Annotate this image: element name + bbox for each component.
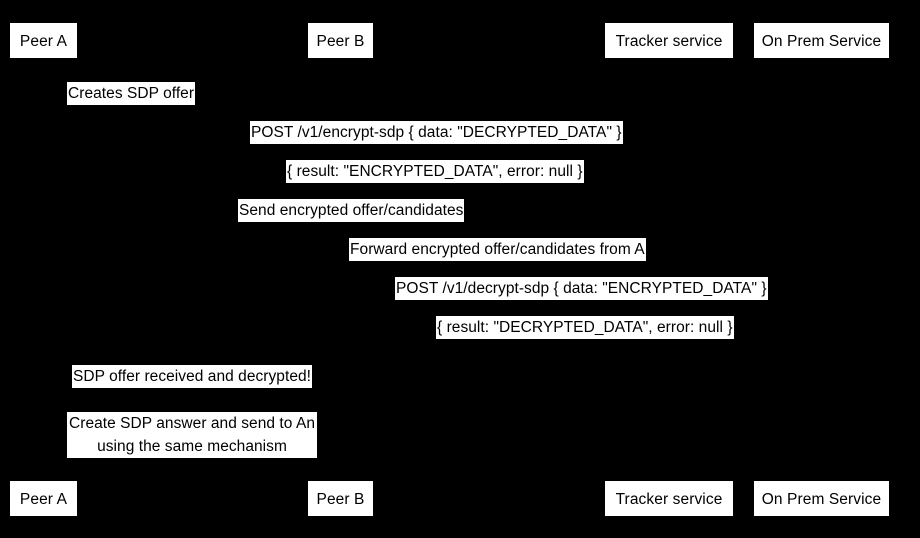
message-post-encrypt-sdp: POST /v1/encrypt-sdp { data: "DECRYPTED_… [250,121,623,144]
participant-label: Peer A [19,491,68,508]
message-post-decrypt-sdp: POST /v1/decrypt-sdp { data: "ENCRYPTED_… [395,277,768,300]
participant-top-tracker-service[interactable]: Tracker service [605,23,733,58]
participant-label: Peer B [316,33,365,50]
participant-bottom-peer-a[interactable]: Peer A [10,481,77,516]
message-forward-encrypted-offer: Forward encrypted offer/candidates from … [349,238,646,261]
participant-bottom-tracker-service[interactable]: Tracker service [605,481,733,516]
message-create-sdp-answer: Create SDP answer and send to An using t… [67,412,317,458]
message-line-2: using the same mechanism [97,438,287,455]
participant-label: Peer A [19,33,68,50]
message-creates-sdp-offer: Creates SDP offer [67,82,196,105]
message-decrypt-sdp-result: { result: "DECRYPTED_DATA", error: null … [436,316,734,339]
message-encrypt-sdp-result: { result: "ENCRYPTED_DATA", error: null … [286,160,584,183]
participant-top-peer-a[interactable]: Peer A [10,23,77,58]
participant-label: Tracker service [615,33,723,50]
participant-label: Peer B [316,491,365,508]
message-send-encrypted-offer: Send encrypted offer/candidates [238,199,465,222]
participant-bottom-peer-b[interactable]: Peer B [308,481,373,516]
participant-bottom-on-prem-service[interactable]: On Prem Service [754,481,889,516]
participant-label: On Prem Service [761,491,882,508]
participant-top-peer-b[interactable]: Peer B [308,23,373,58]
message-sdp-offer-received: SDP offer received and decrypted! [72,365,313,388]
message-line-1: Create SDP answer and send to An [68,415,316,432]
participant-top-on-prem-service[interactable]: On Prem Service [754,23,889,58]
participant-label: On Prem Service [761,33,882,50]
participant-label: Tracker service [615,491,723,508]
